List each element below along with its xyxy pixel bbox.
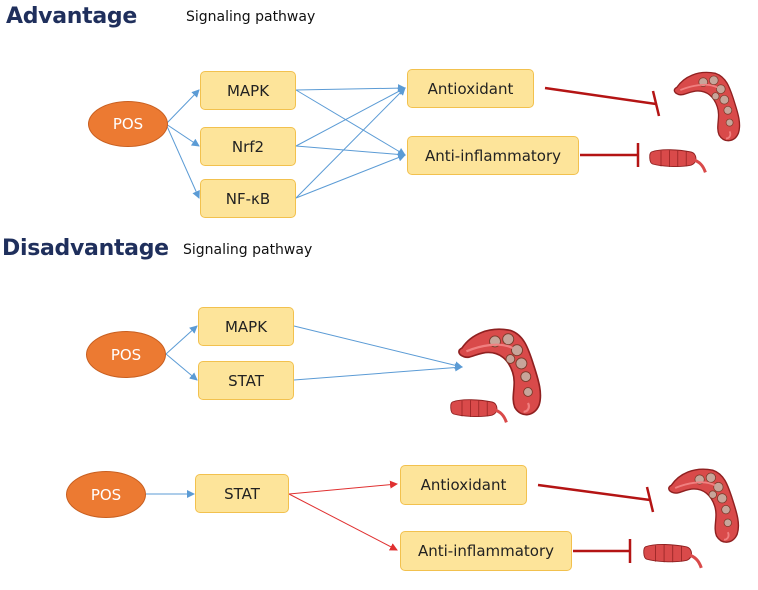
disadvantage-inhibition-lines [537, 483, 655, 563]
advantage-source-arrows [165, 89, 200, 199]
advantage-pathway-arrows [295, 84, 406, 199]
disadvantage-effect-anti-inflammatory: Anti-inflammatory [400, 531, 572, 571]
disadvantage-panel-1-pos-node: POS [86, 331, 166, 378]
disadvantage-panel-2-pos-node: POS [66, 471, 146, 518]
disadvantage-panel-2-colon-icon [667, 468, 740, 544]
disadvantage-effect-antioxidant: Antioxidant [400, 465, 527, 505]
advantage-colon-segment-icon [647, 147, 708, 175]
advantage-subheading: Signaling pathway [186, 9, 316, 25]
disadvantage-panel-2-pathway-stat: STAT [195, 474, 289, 513]
disadvantage-colon-segment-icon [448, 397, 509, 425]
disadvantage-pathway-mapk: MAPK [198, 307, 294, 346]
advantage-effect-anti-inflammatory: Anti-inflammatory [407, 136, 579, 175]
disadvantage-panel-1-arrows [165, 325, 463, 381]
advantage-pathway-nrf2: Nrf2 [200, 127, 296, 166]
advantage-heading: Advantage [6, 4, 137, 29]
disadvantage-panel-2-arrows [146, 480, 398, 551]
advantage-pos-node: POS [88, 101, 168, 147]
disadvantage-panel-2-colon-segment-icon [641, 542, 704, 570]
disadvantage-pathway-stat: STAT [198, 361, 294, 400]
advantage-effect-antioxidant: Antioxidant [407, 69, 534, 108]
disadvantage-heading: Disadvantage [2, 236, 169, 261]
advantage-pathway-mapk: MAPK [200, 71, 296, 110]
advantage-pathway-nfkb: NF-κB [200, 179, 296, 218]
disadvantage-subheading: Signaling pathway [183, 242, 313, 258]
advantage-inhibition-lines [544, 86, 661, 167]
advantage-colon-icon [673, 71, 741, 142]
